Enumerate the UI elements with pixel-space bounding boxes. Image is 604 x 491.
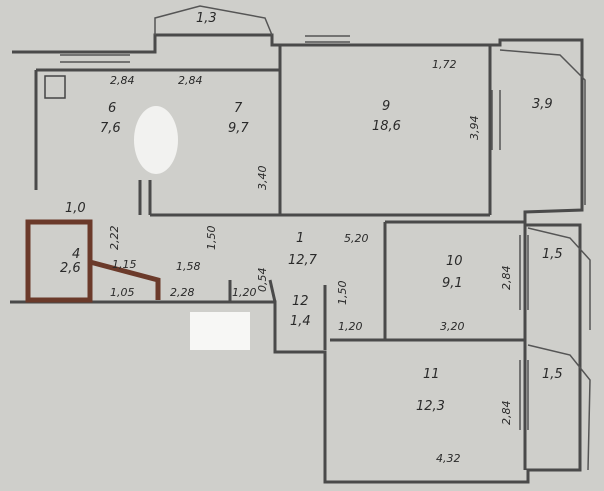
redaction-blob	[134, 106, 178, 174]
outer-wall	[10, 33, 584, 484]
dimension-label: 4,32	[436, 452, 461, 465]
room-number-7: 7	[234, 101, 243, 116]
room-number-6: 6	[108, 101, 116, 116]
dimension-label: 0,54	[256, 268, 269, 293]
interior-walls	[34, 45, 527, 470]
room-area-1: 12,7	[288, 253, 318, 268]
redaction-blob	[190, 312, 250, 350]
dimension-label: 1,50	[205, 226, 218, 251]
room-area-2: 1,0	[65, 201, 86, 216]
balcony-area-right-3: 1,5	[542, 367, 563, 382]
room-area-7: 9,7	[228, 121, 249, 136]
dimension-label: 1,20	[232, 286, 257, 299]
dimension-label: 1,20	[338, 320, 363, 333]
balcony-top-outline	[154, 5, 273, 36]
balcony-area-top: 1,3	[196, 11, 217, 26]
dimension-label: 5,20	[344, 232, 369, 245]
dimension-label: 1,50	[336, 281, 349, 306]
bathroom-outline	[25, 219, 161, 303]
room-area-11: 12,3	[416, 399, 445, 414]
room-number-10: 10	[446, 254, 463, 269]
window-top	[60, 35, 350, 63]
dimension-label: 2,84	[500, 266, 513, 291]
room-number-11: 11	[423, 367, 440, 382]
room-area-10: 9,1	[442, 276, 463, 291]
dimension-label: 2,84	[178, 74, 203, 87]
dimension-label: 2,84	[110, 74, 135, 87]
room-number-12: 12	[292, 294, 309, 309]
room-number-4: 4	[72, 247, 80, 262]
window-right	[491, 90, 529, 430]
dimension-label: 2,22	[108, 226, 121, 251]
dimension-label: 1,15	[112, 258, 137, 271]
dimension-label: 3,94	[468, 116, 481, 141]
room-area-4: 2,6	[60, 261, 81, 276]
dimension-label: 1,05	[110, 286, 135, 299]
balcony-right-3-outline	[527, 344, 591, 471]
room-area-9: 18,6	[372, 119, 401, 134]
balcony-area-right: 3,9	[532, 97, 553, 112]
stove-icon	[44, 75, 66, 99]
dimension-label: 1,72	[432, 58, 457, 71]
dimension-label: 2,84	[500, 401, 513, 426]
dimension-label: 3,40	[256, 166, 269, 191]
room-area-12: 1,4	[290, 314, 311, 329]
balcony-right-2-outline	[527, 227, 591, 330]
balcony-area-right-2: 1,5	[542, 247, 563, 262]
room-number-9: 9	[382, 99, 390, 114]
room-area-6: 7,6	[100, 121, 121, 136]
balcony-right-outline	[499, 49, 586, 205]
dimension-label: 2,28	[170, 286, 195, 299]
dimension-label: 3,20	[440, 320, 465, 333]
dimension-label: 1,58	[176, 260, 201, 273]
room-number-1: 1	[296, 231, 304, 246]
